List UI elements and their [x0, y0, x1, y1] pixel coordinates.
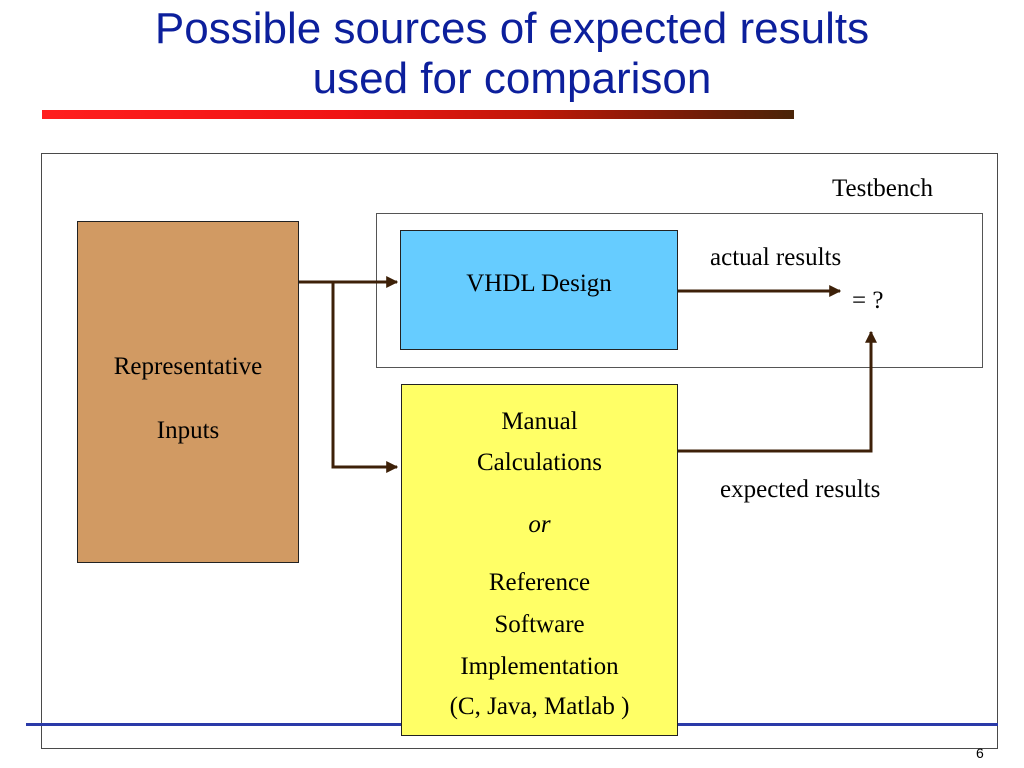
vhdl-design-label: VHDL Design	[466, 270, 612, 297]
title-underline	[42, 110, 794, 119]
testbench-frame	[41, 153, 998, 749]
comparison-label: = ?	[852, 287, 884, 314]
reference-line-or: or	[528, 511, 551, 538]
reference-box: Manual Calculations or Reference Softwar…	[401, 384, 678, 736]
vhdl-design-box: VHDL Design	[400, 230, 678, 350]
inputs-label-line-1: Representative	[113, 353, 263, 380]
reference-line-reference: Reference	[488, 569, 591, 596]
testbench-label: Testbench	[832, 175, 933, 202]
reference-line-implementation: Implementation	[460, 653, 619, 680]
expected-results-label: expected results	[720, 476, 881, 503]
slide-title-line-1: Possible sources of expected results	[154, 4, 870, 53]
actual-results-label: actual results	[710, 244, 842, 271]
inputs-label-line-2: Inputs	[156, 417, 220, 444]
page-number: 6	[976, 745, 984, 761]
arrow-inputs-to-reference	[331, 282, 399, 473]
reference-line-languages: (C, Java, Matlab )	[449, 693, 630, 720]
arrow-reference-to-comparison	[678, 330, 877, 453]
slide-title: Possible sources of expected results use…	[40, 4, 984, 104]
reference-line-software: Software	[494, 611, 585, 638]
reference-line-manual: Manual	[501, 408, 578, 435]
slide-title-line-2: used for comparison	[312, 54, 712, 103]
representative-inputs-box: Representative Inputs	[77, 221, 299, 563]
reference-line-calculations: Calculations	[477, 449, 602, 476]
